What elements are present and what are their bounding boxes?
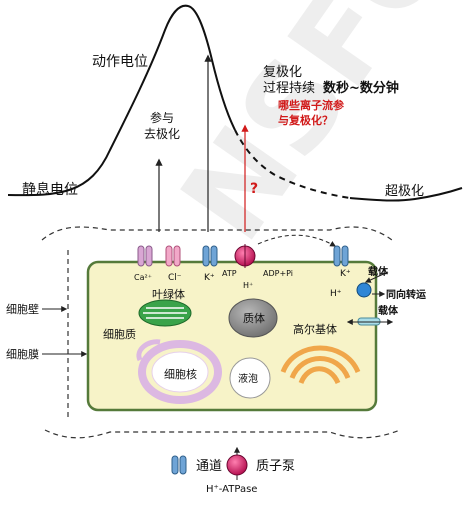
question-line-2: 与复极化？ xyxy=(278,113,333,127)
nucleus-label: 细胞核 xyxy=(164,367,197,381)
watermark-text: NSFO xyxy=(155,0,468,265)
symporter xyxy=(356,282,372,298)
resting-potential-label: 静息电位 xyxy=(22,181,78,198)
chloroplast-label: 叶绿体 xyxy=(152,287,185,301)
depolarization-label-2: 去极化 xyxy=(144,127,180,141)
vacuole xyxy=(229,357,271,399)
golgi xyxy=(280,345,361,385)
action-potential-curve xyxy=(7,4,236,197)
h2-label: H⁺ xyxy=(330,289,342,299)
hyperpolarization-curve xyxy=(349,187,463,202)
repolarization-label-2b: 数秒~数分钟 xyxy=(323,80,399,96)
carrier-2 xyxy=(346,317,394,326)
plastid xyxy=(228,298,278,338)
carrier-label-top: 载体 xyxy=(368,265,389,278)
carrier-label-bottom: 载体 xyxy=(378,304,399,317)
repolarization-label-2a: 过程持续 xyxy=(263,81,315,96)
question-line-1: 哪些离子流参 xyxy=(278,98,345,112)
nucleus xyxy=(136,339,222,404)
carrier-arrow-top xyxy=(364,271,389,283)
adp-label: ADP+Pi xyxy=(263,269,293,278)
repolarization-label-1: 复极化 xyxy=(263,65,302,80)
atp-label: ATP xyxy=(222,269,237,278)
vacuole-label: 液泡 xyxy=(238,372,258,385)
calcium-channel xyxy=(137,245,153,267)
hyperpolarization-label: 超极化 xyxy=(385,184,424,199)
action-potential-label: 动作电位 xyxy=(92,54,148,70)
cell-wall-bottom-dashed xyxy=(44,429,401,439)
legend-pump-sublabel: H⁺-ATPase xyxy=(206,484,257,495)
k2-label: K⁺ xyxy=(340,269,351,279)
pump-dashed-arrow xyxy=(257,234,337,247)
golgi-label: 高尔基体 xyxy=(293,322,337,336)
cl-label: Cl⁻ xyxy=(168,273,182,283)
chloride-channel xyxy=(165,245,181,267)
potassium-channel-2 xyxy=(333,245,349,267)
legend-pump-icon xyxy=(226,446,248,480)
chloroplast xyxy=(138,299,192,327)
h-label: H⁺ xyxy=(243,281,253,290)
legend-pump-label: 质子泵 xyxy=(256,459,295,474)
cell-membrane-label: 细胞膜 xyxy=(6,348,39,361)
potassium-channel xyxy=(202,245,218,267)
cytoplasm-label: 细胞质 xyxy=(103,328,136,341)
k-label: K⁺ xyxy=(204,273,215,283)
legend-channel-icon xyxy=(171,455,187,475)
depolarization-label-1: 参与 xyxy=(150,110,174,125)
legend-channel-label: 通道 xyxy=(196,459,222,474)
plastid-label: 质体 xyxy=(243,311,265,325)
question-mark: ? xyxy=(250,181,258,197)
cell-wall-label: 细胞壁 xyxy=(6,302,39,316)
symport-label: 同向转运 xyxy=(386,288,426,301)
proton-pump xyxy=(234,244,256,268)
ca-label: Ca²⁺ xyxy=(134,273,152,282)
cell-wall-top-dashed xyxy=(41,226,393,241)
